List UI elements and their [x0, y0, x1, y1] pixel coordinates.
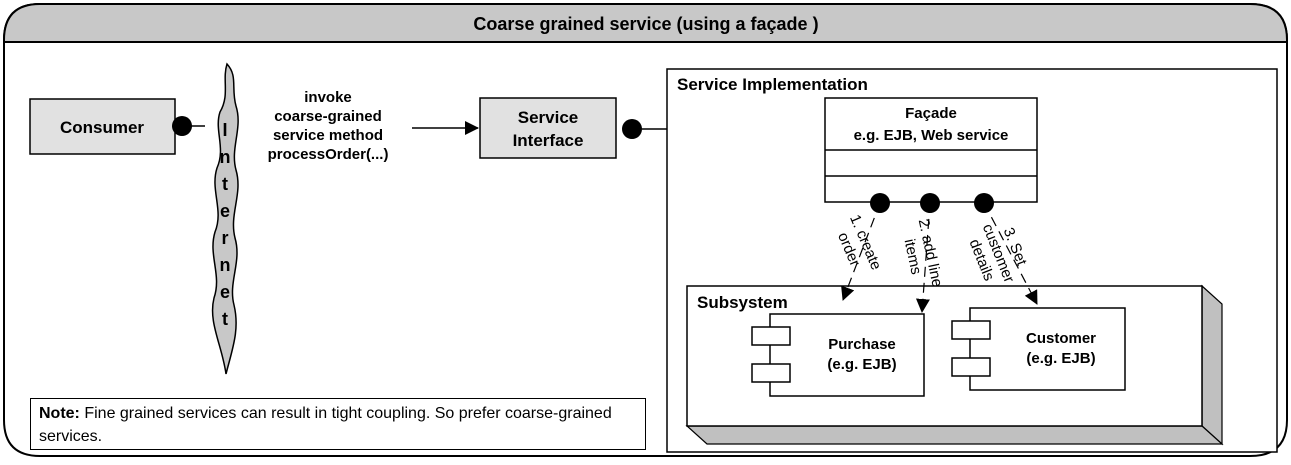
component-tab	[951, 357, 991, 377]
invoke-line: service method	[273, 127, 383, 144]
facade-line: e.g. EJB, Web service	[854, 127, 1009, 144]
subsystem-shadow-side	[1201, 284, 1223, 446]
facade-line: Façade	[905, 105, 957, 122]
invoke-line: processOrder(...)	[268, 146, 389, 163]
internet-letter: n	[220, 255, 231, 275]
invoke-line: invoke	[304, 89, 352, 106]
invoke-line: coarse-grained	[274, 108, 382, 125]
purchase-component	[769, 313, 925, 397]
service-implementation-label: Service Implementation	[677, 75, 868, 94]
facade-port	[870, 193, 890, 213]
internet-letter: r	[221, 228, 228, 248]
component-tab	[751, 363, 791, 383]
service-interface-port	[622, 119, 642, 139]
consumer-box	[29, 98, 176, 155]
customer-line: Customer	[1026, 330, 1096, 347]
facade-port	[974, 193, 994, 213]
customer-component	[969, 307, 1126, 391]
service-interface-line: Interface	[513, 131, 584, 150]
service-interface-box	[479, 97, 617, 159]
internet-letter: e	[220, 282, 230, 302]
note-label: Note:	[39, 405, 80, 422]
service-interface-line: Service	[518, 108, 579, 127]
internet-letter: t	[222, 309, 228, 329]
consumer-label: Consumer	[60, 118, 144, 137]
purchase-line: Purchase	[828, 336, 896, 353]
subsystem-shadow-bottom	[685, 425, 1224, 445]
internet-letter: t	[222, 174, 228, 194]
facade-port	[920, 193, 940, 213]
internet-letters: I n t e r n e t	[220, 120, 231, 329]
invoke-label: invoke coarse-grained service method pro…	[268, 89, 389, 163]
create-order-arrow	[841, 202, 881, 301]
page-title: Coarse grained service (using a façade )	[473, 14, 818, 34]
add-line-items-arrow	[915, 202, 931, 313]
note-text: Fine grained services can result in tigh…	[39, 405, 612, 445]
internet-letter: e	[220, 201, 230, 221]
component-tab	[751, 326, 791, 346]
internet-cloud	[211, 62, 239, 375]
customer-line: (e.g. EJB)	[1026, 350, 1095, 367]
subsystem-label: Subsystem	[697, 293, 788, 312]
title-band	[3, 3, 1288, 43]
purchase-line: (e.g. EJB)	[827, 356, 896, 373]
component-tab	[951, 320, 991, 340]
set-customer-arrow	[983, 202, 1038, 305]
note-box: Note: Fine grained services can result i…	[30, 398, 646, 450]
internet-letter: n	[220, 147, 231, 167]
internet-letter: I	[222, 120, 227, 140]
consumer-port	[172, 116, 192, 136]
